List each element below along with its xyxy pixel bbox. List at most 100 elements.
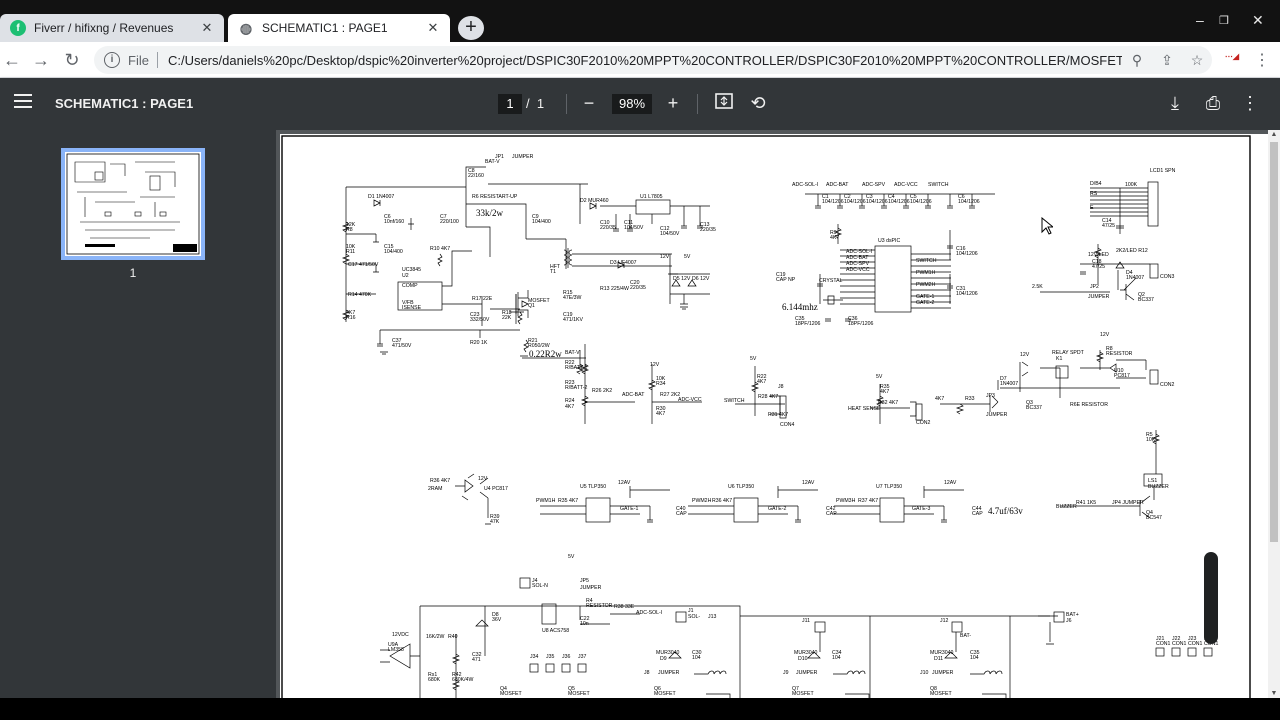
svg-text:Rs1: Rs1 [428,672,437,678]
svg-text:J13: J13 [708,614,716,620]
zoom-icon[interactable]: ⚲ [1131,51,1143,68]
svg-text:GATE-1: GATE-1 [620,506,638,512]
svg-text:R5: R5 [1146,432,1153,438]
more-actions-icon[interactable]: ⋮ [1241,93,1259,113]
svg-text:J12: J12 [940,618,948,624]
svg-text:MOSFET: MOSFET [528,298,550,304]
svg-text:33k/2w: 33k/2w [476,208,504,218]
svg-text:47/25: 47/25 [1102,223,1115,229]
scheme-label: File [128,52,149,68]
close-icon[interactable]: ✕ [427,20,439,35]
vertical-scrollbar[interactable]: ▲ ▼ [1268,130,1280,698]
svg-text:104: 104 [832,655,841,661]
page-thumbnail[interactable] [61,148,205,260]
svg-text:U4 PC817: U4 PC817 [484,486,508,492]
svg-text:BAT+: BAT+ [1066,612,1079,618]
zoom-input[interactable]: 98% [612,94,652,114]
tab-title: SCHEMATIC1 : PAGE1 [262,21,388,35]
address-bar[interactable]: i File C:/Users/daniels%20pc/Desktop/dsp… [94,46,1212,74]
scrollbar-thumb[interactable] [1270,142,1278,542]
url-text[interactable]: C:/Users/daniels%20pc/Desktop/dspic%20in… [167,52,1122,68]
svg-text:JP4 JUMPER: JP4 JUMPER [1112,500,1144,506]
svg-text:C3: C3 [866,194,873,200]
svg-text:BC337: BC337 [1138,297,1154,303]
svg-text:16K/2W: 16K/2W [426,634,445,640]
svg-text:R/BATT-1: R/BATT-1 [565,365,587,371]
download-icon[interactable]: ⤓ [1171,93,1179,113]
zoom-in-button[interactable]: + [667,93,679,113]
svg-text:JUMPER: JUMPER [580,585,602,591]
scroll-down-icon[interactable]: ▼ [1270,690,1278,697]
svg-text:RESISTOR: RESISTOR [586,603,613,609]
scroll-up-icon[interactable]: ▲ [1270,131,1278,138]
rotate-icon[interactable]: ⟲ [750,93,766,113]
svg-text:C6: C6 [958,194,965,200]
zoom-out-button[interactable]: − [583,93,595,113]
svg-text:R4: R4 [586,598,593,604]
svg-text:C30: C30 [692,650,702,656]
svg-text:R27 2K2: R27 2K2 [660,392,680,398]
maximize-icon[interactable]: ❐ [1219,15,1229,27]
svg-text:C23: C23 [470,312,480,318]
svg-text:36V: 36V [492,617,502,623]
new-tab-button[interactable]: + [458,16,484,40]
svg-text:BUZZER: BUZZER [1148,484,1169,490]
svg-text:4K7: 4K7 [346,310,355,316]
svg-text:Q3: Q3 [1026,400,1033,406]
window-close-icon[interactable]: ✕ [1252,12,1264,28]
back-icon[interactable]: ← [3,50,21,70]
share-icon[interactable]: ⇪ [1161,51,1173,68]
minimize-icon[interactable]: ‒ [1196,12,1204,28]
svg-text:CON2: CON2 [916,420,931,426]
svg-text:12V: 12V [1020,352,1030,358]
svg-text:100K: 100K [1125,182,1138,188]
svg-text:C14: C14 [1102,218,1112,224]
bookmark-star-icon[interactable]: ☆ [1190,51,1204,68]
svg-text:CON1: CON1 [1188,641,1203,647]
tab-strip: f Fiverr / hifixng / Revenues ✕ ◍ SCHEMA… [0,0,1280,42]
svg-text:4K7: 4K7 [757,379,766,385]
svg-text:C34: C34 [832,650,842,656]
svg-text:J4: J4 [532,578,538,584]
svg-text:C4: C4 [888,194,895,200]
svg-text:471/1KV: 471/1KV [563,317,583,323]
svg-text:J23: J23 [1188,636,1196,642]
svg-text:R35 4K7: R35 4K7 [558,498,578,504]
svg-text:C15: C15 [384,244,394,250]
page-total: / 1 [526,96,544,111]
svg-text:LS1: LS1 [1148,478,1157,484]
hamburger-menu-icon[interactable] [14,94,32,108]
svg-text:BAT-: BAT- [960,633,971,639]
page-number-input[interactable]: 1 [498,94,522,114]
tab-schematic[interactable]: ◍ SCHEMATIC1 : PAGE1 ✕ [228,14,450,42]
svg-text:D5 12V: D5 12V [673,276,691,282]
svg-text:D7: D7 [1000,376,1007,382]
svg-text:D6 12V: D6 12V [692,276,710,282]
svg-text:UC3845: UC3845 [402,267,421,273]
browser-menu-icon[interactable]: ⋮ [1254,52,1270,69]
extension-icon[interactable]: ⋯◢ [1224,52,1240,61]
svg-text:R22: R22 [757,374,767,380]
svg-text:5V: 5V [876,374,883,380]
forward-icon[interactable]: → [32,50,50,70]
svg-text:MOSFET: MOSFET [654,691,676,697]
svg-text:104/1206: 104/1206 [822,199,844,205]
svg-text:104/1206: 104/1206 [910,199,932,205]
overlay-scroll-thumb[interactable] [1204,552,1218,644]
close-icon[interactable]: ✕ [201,20,213,35]
info-icon[interactable]: i [104,52,120,68]
tab-title: Fiverr / hifixng / Revenues [34,21,174,35]
svg-text:R13 225/4W: R13 225/4W [600,286,629,292]
svg-text:220/100: 220/100 [440,219,459,225]
svg-text:12VDC: 12VDC [392,632,409,638]
svg-text:R11: R11 [346,249,355,255]
svg-text:E: E [1090,205,1094,211]
svg-text:12V: 12V [650,362,660,368]
print-icon[interactable]: ⎙ [1205,93,1221,113]
svg-text:R40: R40 [448,634,458,640]
reload-icon[interactable]: ↻ [64,50,80,70]
tab-fiverr[interactable]: f Fiverr / hifixng / Revenues ✕ [0,14,224,42]
fit-page-icon[interactable] [712,92,736,116]
